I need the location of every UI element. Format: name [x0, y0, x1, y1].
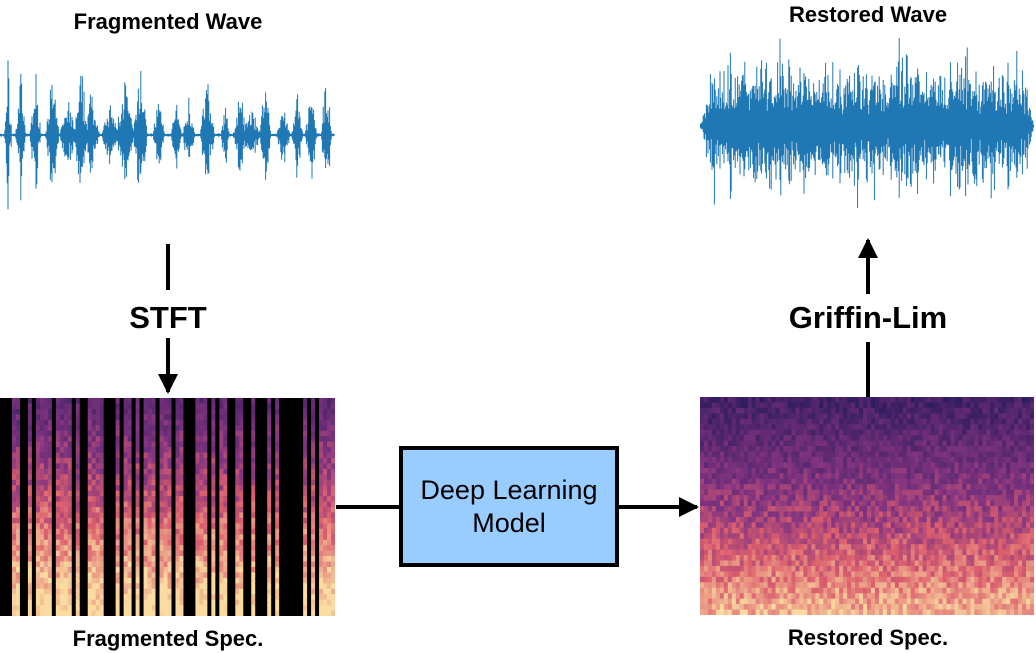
stft-label: STFT	[129, 300, 207, 335]
model-box-line2: Model	[472, 507, 546, 538]
fragmented-spec-title: Fragmented Spec.	[72, 626, 264, 651]
fragmented-waveform	[0, 60, 335, 210]
restored-spectrogram	[700, 397, 1034, 615]
restored-spec-title: Restored Spec.	[787, 625, 949, 650]
fragmented-wave-title: Fragmented Wave	[73, 9, 263, 34]
griffin-lim-label: Griffin-Lim	[788, 300, 948, 335]
deep-learning-model-box: Deep Learning Model	[399, 446, 619, 567]
fragmented-spectrogram	[0, 398, 335, 616]
restored-waveform	[700, 37, 1035, 209]
restored-wave-title: Restored Wave	[788, 2, 948, 27]
model-box-line1: Deep Learning	[420, 474, 598, 505]
